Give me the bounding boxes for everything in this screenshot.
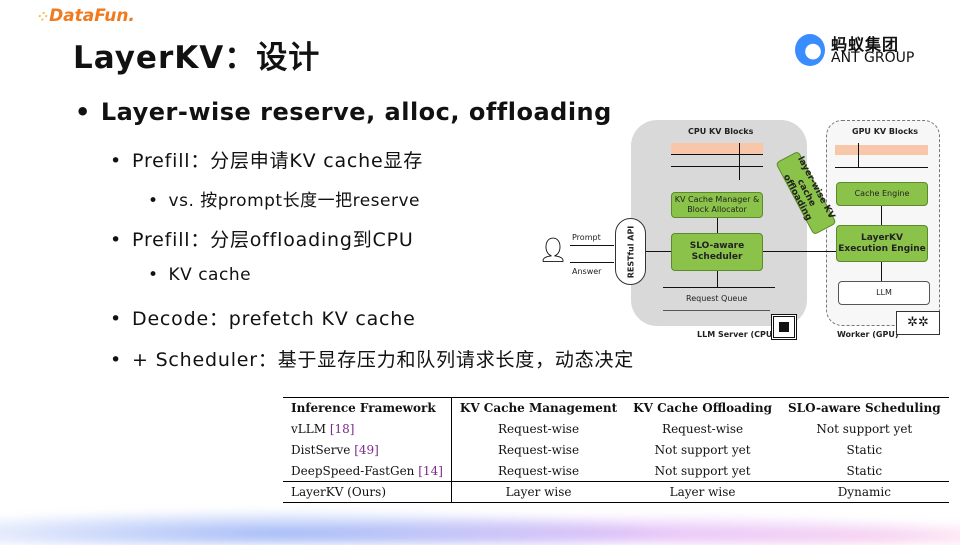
brand-en: ANT GROUP [831,50,915,66]
citation: [14] [418,463,443,478]
citation: [18] [329,422,355,436]
divider [671,166,763,167]
framework-name: DistServe [291,443,351,457]
kv-cache-manager-box: KV Cache Manager & Block Allocator [671,192,763,218]
divider [739,143,740,180]
framework-cell: LayerKV (Ours) [283,481,452,503]
bullet-text: Decode：prefetch KV cache [132,308,416,330]
queue-line [663,310,770,311]
decorative-wave [0,505,960,545]
comparison-table: Inference Framework KV Cache Management … [283,397,949,503]
server-label: LLM Server (CPU) [697,330,776,339]
gpu-kv-blocks-label: GPU KV Blocks [852,127,919,136]
framework-cell: vLLM [18] [283,418,452,440]
prompt-label: Prompt [572,233,601,242]
bullet-l3: •KV cache [148,265,252,285]
bullet-text: vs. 按prompt长度一把reserve [168,191,420,211]
bullet-l2: •Prefill：分层offloading到CPU [110,229,414,251]
user-icon: 👤︎ [538,236,569,264]
table-cell: Request-wise [498,463,580,478]
column-header: Inference Framework [283,397,452,419]
bullet-l1: •Layer-wise reserve, alloc, offloading [75,98,612,126]
arrow [717,218,718,233]
arrow [717,271,718,287]
citation: [49] [354,443,379,457]
cpu-chip-icon [771,314,797,340]
worker-label: Worker (GPU) [837,330,899,339]
bullet-text: Layer-wise reserve, alloc, offloading [100,98,612,126]
restful-api-label: RESTful API [626,225,635,278]
bullet-text: Prefill：分层申请KV cache显存 [132,150,424,172]
execution-engine-box: LayerKV Execution Engine [836,225,928,262]
restful-api-box: RESTful API [615,218,646,285]
framework-name: DeepSpeed-FastGen [291,463,415,478]
table-cell: Layer wise [625,481,780,503]
column-header: SLO-aware Scheduling [787,401,941,416]
bullet-l3: •vs. 按prompt长度一把reserve [148,191,420,211]
datafun-logo: ⁘DataFun. [38,6,135,26]
logo-text: DataFun. [49,6,135,26]
bullet-text: Prefill：分层offloading到CPU [132,229,414,251]
bullet-l2: •+ Scheduler：基于显存压力和队列请求长度，动态决定 [110,349,635,371]
arrow [763,251,836,252]
cache-engine-box: Cache Engine [836,182,928,206]
bullet-text: + Scheduler：基于显存压力和队列请求长度，动态决定 [132,349,635,371]
request-queue-label: Request Queue [686,294,748,303]
table-row: DeepSpeed-FastGen [14] Request-wise Not … [283,460,949,482]
table-row: DistServe [49] Request-wise Not support … [283,439,949,461]
table-cell: Not support yet [816,422,913,436]
cpu-kv-block-row [671,143,763,154]
queue-line [663,287,775,288]
framework-name: vLLM [291,422,327,436]
divider [858,143,859,167]
ant-logo-icon [795,34,825,66]
divider [835,167,928,168]
page-title: LayerKV：设计 [73,40,321,76]
table-header-row: Inference Framework KV Cache Management … [283,397,949,419]
table-cell: Static [846,463,883,478]
bullet-text: KV cache [168,265,252,285]
bullet-l2: •Decode：prefetch KV cache [110,308,416,330]
table-cell: Not support yet [654,443,751,457]
table-cell: Request-wise [498,422,580,436]
column-header: KV Cache Offloading [633,401,772,416]
divider [671,154,763,155]
table-row: vLLM [18] Request-wise Request-wise Not … [283,418,949,440]
answer-label: Answer [572,267,602,276]
gpu-card-icon: ✲✲ [896,311,940,335]
arrow [646,251,671,252]
table-cell: Dynamic [779,481,949,503]
slo-scheduler-box: SLO-aware Scheduler [671,233,763,271]
table-cell: Layer wise [451,481,626,503]
table-row: LayerKV (Ours) Layer wise Layer wise Dyn… [283,481,949,503]
answer-arrow [570,262,614,263]
table-cell: Request-wise [498,443,580,457]
bullet-l2: •Prefill：分层申请KV cache显存 [110,150,424,172]
ant-group-logo: 蚂蚁集团 ANT GROUP [795,28,925,70]
brand-cn: 蚂蚁集团 [831,35,900,54]
arrow [881,262,882,281]
table-cell: Not support yet [654,463,751,478]
arrow [881,206,882,225]
prompt-arrow [570,245,614,246]
cpu-kv-blocks-label: CPU KV Blocks [688,127,754,136]
table-cell: Static [846,443,883,457]
llm-box: LLM [838,281,930,305]
column-header: KV Cache Management [459,401,618,416]
gpu-kv-block-row [835,145,928,155]
table-cell: Request-wise [662,422,744,436]
framework-cell: DistServe [49] [283,439,452,461]
framework-cell: DeepSpeed-FastGen [14] [283,460,452,482]
